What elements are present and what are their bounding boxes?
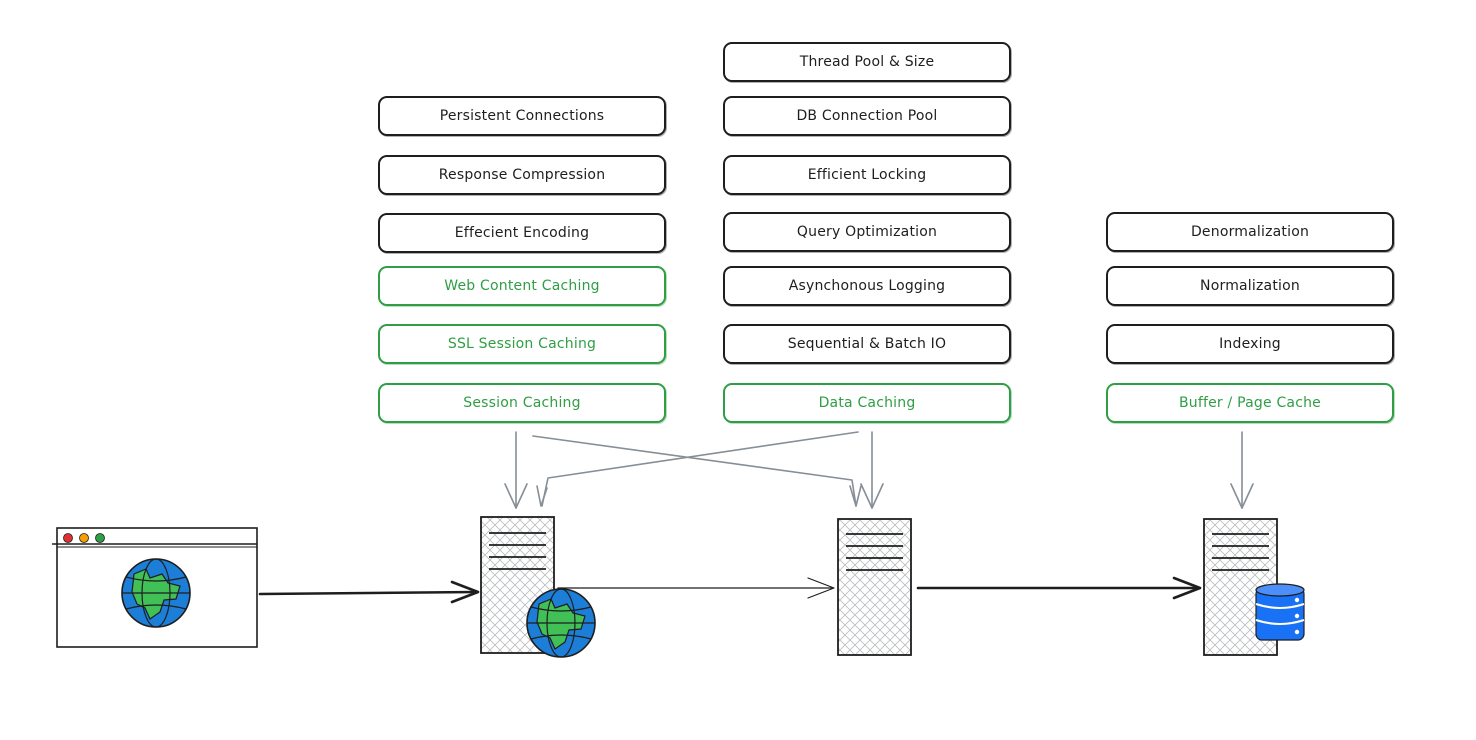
database-cylinder-icon xyxy=(1255,583,1305,641)
flow-arrows xyxy=(258,576,1202,604)
box-query-optimization: Query Optimization xyxy=(723,212,1011,252)
browser-maximize-dot-icon xyxy=(95,533,105,543)
arrow-session-cache-to-app-server xyxy=(532,435,862,507)
box-sequential-batch-io: Sequential & Batch IO xyxy=(723,324,1011,364)
box-normalization: Normalization xyxy=(1106,266,1394,306)
box-data-caching: Data Caching xyxy=(723,383,1011,423)
box-buffer-page-cache: Buffer / Page Cache xyxy=(1106,383,1394,423)
box-web-content-caching: Web Content Caching xyxy=(378,266,666,306)
box-response-compression: Response Compression xyxy=(378,155,666,195)
app-server-icon xyxy=(837,518,912,656)
box-indexing: Indexing xyxy=(1106,324,1394,364)
arrow-data-cache-to-app-server xyxy=(860,431,884,509)
browser-window-icon xyxy=(52,527,258,648)
web-server-icon xyxy=(480,516,596,658)
box-ssl-session-caching: SSL Session Caching xyxy=(378,324,666,364)
browser-minimize-dot-icon xyxy=(79,533,89,543)
cache-arrows xyxy=(504,431,1254,509)
box-denormalization: Denormalization xyxy=(1106,212,1394,252)
box-thread-pool: Thread Pool & Size xyxy=(723,42,1011,82)
arrow-page-cache-to-db-server xyxy=(1230,431,1254,509)
box-asynchronous-logging: Asynchonous Logging xyxy=(723,266,1011,306)
box-efficient-locking: Efficient Locking xyxy=(723,155,1011,195)
web-server-globe-icon xyxy=(526,588,596,658)
box-persistent-connections: Persistent Connections xyxy=(378,96,666,136)
browser-close-dot-icon xyxy=(63,533,73,543)
box-session-caching: Session Caching xyxy=(378,383,666,423)
arrow-data-cache-to-web-server xyxy=(536,431,859,507)
box-db-connection-pool: DB Connection Pool xyxy=(723,96,1011,136)
arrow-session-cache-to-web-server xyxy=(504,431,528,509)
arrow-browser-to-web-server xyxy=(258,580,480,604)
arrow-web-server-to-app-server xyxy=(557,577,835,599)
arrow-app-server-to-db-server xyxy=(916,576,1202,600)
browser-globe-icon xyxy=(121,558,191,628)
database-server-icon xyxy=(1203,518,1305,656)
box-efficient-encoding: Effecient Encoding xyxy=(378,213,666,253)
